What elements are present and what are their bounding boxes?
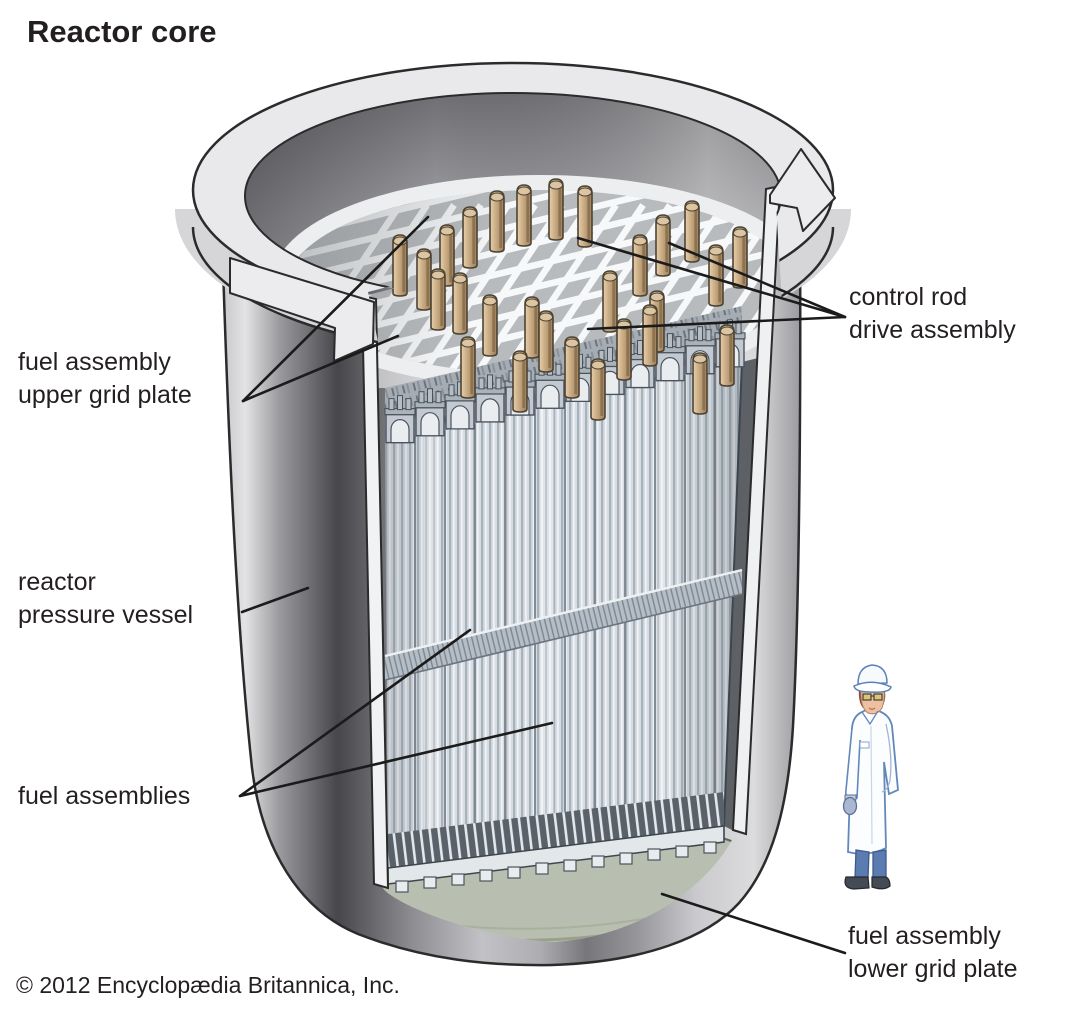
label-control-rod-drive-assembly: control rod drive assembly [849,281,1016,347]
left-cut-edge [360,294,390,890]
leader-pressure-vessel [240,586,310,614]
technician-figure [842,664,899,890]
copyright-notice: © 2012 Encyclopædia Britannica, Inc. [16,972,400,998]
label-reactor-pressure-vessel: reactor pressure vessel [18,566,193,632]
label-line: lower grid plate [848,955,1018,983]
leader-upper-grid-1 [241,215,430,403]
leader-upper-grid-2 [241,334,400,403]
diagram-title: Reactor core [27,14,217,49]
leader-lower-grid [660,892,847,955]
leader-fuel-assemblies-2 [238,721,554,798]
leader-fuel-assemblies-1 [238,628,472,798]
label-fuel-assembly-lower-grid-plate: fuel assembly lower grid plate [848,920,1018,986]
leader-control-rod-3 [586,315,847,331]
label-line: control rod [849,283,968,311]
pants-left [854,849,870,879]
label-line: upper grid plate [18,381,192,409]
hard-hat [857,664,888,685]
shoe-right [871,876,891,890]
coat-pocket [859,741,870,749]
fuel-assemblies-bundle [384,289,746,893]
fuel-assembly-bottom-nozzles [387,792,725,893]
leader-control-rod-1 [576,236,847,319]
label-line: pressure vessel [18,601,194,629]
glove [842,796,858,816]
vessel-interior [245,93,781,942]
pants-right [872,849,887,879]
spacer-grid-band [384,568,743,681]
mouth [868,707,876,710]
leader-control-rod-2 [667,241,847,319]
shoe-left [844,876,870,890]
label-line: fuel assembly [848,922,1001,950]
label-line: reactor [18,568,96,596]
label-fuel-assemblies: fuel assemblies [18,780,190,813]
right-flange-cut-face [769,148,836,232]
collar [861,710,879,726]
left-flange-cut-face [229,257,375,362]
label-line: fuel assembly [18,348,171,376]
label-fuel-assembly-upper-grid-plate: fuel assembly upper grid plate [18,346,192,412]
label-line: drive assembly [849,316,1016,344]
glasses [862,693,872,701]
label-line: fuel assemblies [18,782,191,810]
